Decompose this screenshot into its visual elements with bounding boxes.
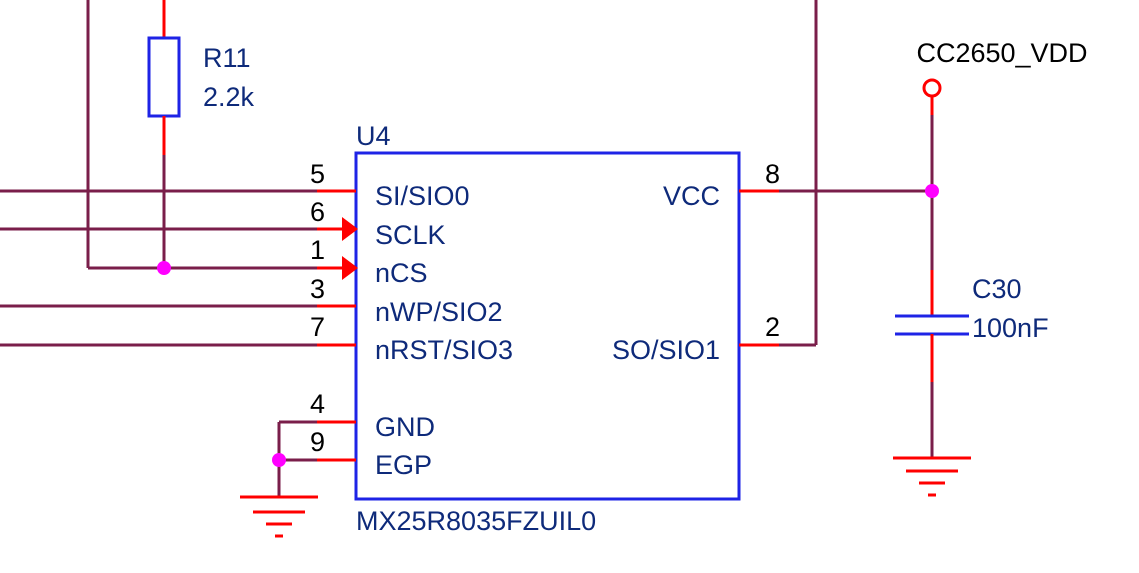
pin-5-number: 5 bbox=[310, 159, 325, 189]
pin-2-name: SO/SIO1 bbox=[612, 335, 720, 365]
u4-left-pins: 5 6 1 3 7 4 9 SI/SIO0 SCLK nCS nWP/SIO2 … bbox=[310, 159, 513, 480]
junction-gnd bbox=[272, 453, 286, 467]
pin-6-name: SCLK bbox=[375, 220, 446, 250]
junction-vcc bbox=[925, 184, 939, 198]
pin-4-number: 4 bbox=[310, 389, 325, 419]
c30-value: 100nF bbox=[972, 313, 1049, 343]
pin-9-name: EGP bbox=[375, 450, 432, 480]
pin-5-name: SI/SIO0 bbox=[375, 181, 470, 211]
wires bbox=[0, 0, 934, 497]
pin-8-name: VCC bbox=[663, 181, 720, 211]
pin-7-name: nRST/SIO3 bbox=[375, 335, 513, 365]
capacitor-c30: C30 100nF bbox=[895, 270, 1049, 382]
power-port-cc2650-vdd: CC2650_VDD bbox=[916, 38, 1088, 115]
pin-3-name: nWP/SIO2 bbox=[375, 297, 503, 327]
pin-8-number: 8 bbox=[765, 159, 780, 189]
r11-body bbox=[147, 36, 181, 118]
pin-1-input-arrow bbox=[342, 256, 358, 280]
pin-1-number: 1 bbox=[310, 235, 325, 265]
pin-6-number: 6 bbox=[310, 197, 325, 227]
power-port-circle bbox=[922, 78, 942, 98]
junction-ncs bbox=[157, 261, 171, 275]
u4-ref: U4 bbox=[356, 121, 391, 151]
pin-1-name: nCS bbox=[375, 258, 428, 288]
pin-6-input-arrow bbox=[342, 217, 358, 241]
u4-right-pins: 8 2 VCC SO/SIO1 bbox=[612, 159, 780, 365]
pin-4-name: GND bbox=[375, 412, 435, 442]
pin-7-number: 7 bbox=[310, 312, 325, 342]
pin-9-number: 9 bbox=[310, 427, 325, 457]
c30-ref: C30 bbox=[972, 274, 1022, 304]
pin-3-number: 3 bbox=[310, 274, 325, 304]
r11-ref: R11 bbox=[203, 43, 251, 73]
junctions bbox=[157, 184, 939, 467]
ground-symbol-c30 bbox=[893, 456, 971, 497]
ic-u4: U4 MX25R8035FZUIL0 5 6 1 3 7 4 9 SI/SIO0… bbox=[310, 121, 780, 536]
ground-symbol-u4 bbox=[240, 495, 318, 538]
r11-value: 2.2k bbox=[203, 82, 255, 112]
resistor-r11: R11 2.2k bbox=[147, 0, 255, 155]
pin-2-number: 2 bbox=[765, 312, 780, 342]
power-port-label: CC2650_VDD bbox=[916, 38, 1087, 68]
u4-part-number: MX25R8035FZUIL0 bbox=[356, 506, 596, 536]
u4-body bbox=[354, 151, 741, 501]
